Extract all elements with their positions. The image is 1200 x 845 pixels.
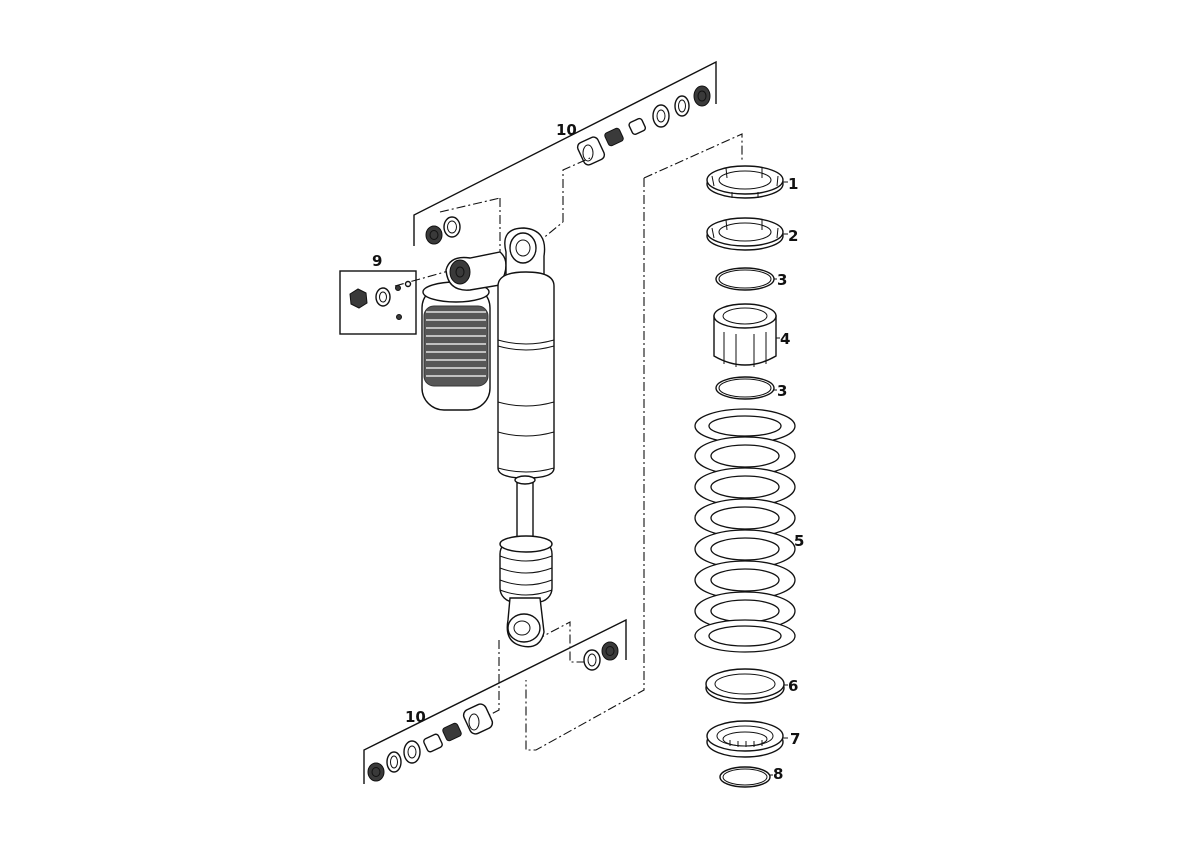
bottom-kit-nut-lower (367, 762, 385, 782)
kit-9-oring (375, 287, 391, 307)
shock-shaft (516, 477, 534, 545)
spring-stack: 1 2 3 (694, 165, 804, 788)
callout-2: 2 (788, 227, 798, 245)
shock-absorber (421, 227, 555, 648)
bottom-kit-washer-lower (386, 751, 402, 773)
reservoir-cap-kit: 9 (339, 252, 417, 335)
bottom-kit-washer-upper (583, 649, 601, 671)
callout-5: 5 (794, 532, 804, 550)
kit-9-nut (349, 288, 368, 309)
callout-10-bottom: 10 (405, 708, 426, 726)
callout-10-top: 10 (556, 121, 577, 139)
top-kit-sleeve (628, 117, 647, 136)
snap-ring-3-lower (715, 376, 775, 400)
callout-9: 9 (372, 252, 382, 270)
top-kit-spring (604, 127, 624, 147)
kit-9-frame (339, 270, 417, 335)
callout-3-lower: 3 (777, 382, 787, 400)
bottom-kit-nut-upper (601, 641, 619, 661)
bottom-kit-bushing-large (462, 703, 494, 735)
top-bushing-kit: 10 (413, 60, 717, 246)
callout-6: 6 (788, 677, 798, 695)
bottom-kit-seal (403, 740, 421, 764)
spacer-ring-6 (705, 668, 785, 704)
bottom-bumper (499, 535, 553, 603)
snap-ring-3-upper (715, 267, 775, 291)
callout-4: 4 (780, 330, 790, 348)
reservoir-canister (421, 281, 491, 411)
adjuster-ring-2 (706, 217, 784, 251)
top-kit-nut-left (425, 225, 443, 245)
top-kit-washer-left (443, 216, 461, 238)
callout-8: 8 (773, 765, 783, 783)
lock-ring-1 (706, 165, 784, 199)
bottom-kit-sleeve (423, 733, 443, 753)
oring-8 (719, 766, 771, 788)
spring-seat-7 (706, 720, 784, 758)
bottom-kit-bracket (363, 618, 627, 784)
bottom-kit-spring (442, 722, 462, 742)
shock-main-body (497, 271, 555, 479)
coil-spring-5 (694, 408, 796, 653)
callout-3-upper: 3 (777, 271, 787, 289)
spring-guide-4 (713, 303, 777, 367)
top-kit-bracket (413, 60, 717, 246)
callout-7: 7 (790, 730, 800, 748)
top-kit-seal (652, 104, 670, 128)
top-kit-nut-right (693, 85, 711, 107)
bottom-bushing-kit: 10 (363, 618, 627, 784)
top-kit-washer-right (674, 95, 690, 117)
callout-1: 1 (788, 175, 798, 193)
